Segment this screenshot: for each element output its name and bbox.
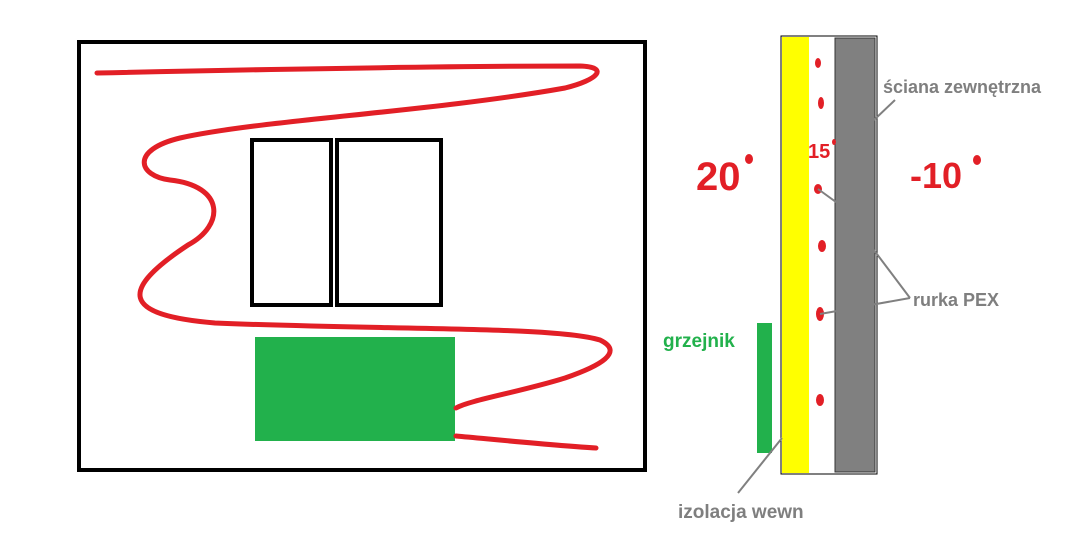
degree-mark-inside [745, 154, 753, 164]
degree-mark-mid [832, 139, 836, 145]
front-view [77, 40, 647, 472]
pipe-dot [818, 240, 826, 252]
radiator-block [255, 337, 455, 441]
window-pane-left [250, 138, 333, 307]
leader-insulation [737, 437, 783, 494]
radiator-side [757, 323, 772, 453]
temp-outside: -10 [910, 155, 962, 196]
pipe-dot [816, 394, 824, 406]
temp-mid: 15 [808, 141, 830, 163]
temp-inside: 20 [696, 155, 741, 199]
window [250, 138, 443, 307]
pipe-dot [815, 58, 821, 68]
label-exterior-wall: ściana zewnętrzna [883, 77, 1042, 97]
pex-pipe-tail [453, 433, 599, 451]
label-inner-insulation: izolacja wewn [678, 502, 804, 523]
insulation-layer [782, 37, 809, 473]
window-pane-right [335, 138, 443, 307]
exterior-wall-layer [834, 37, 876, 473]
pipe-dot [818, 97, 824, 109]
pex-pipe-serpentine [94, 63, 613, 411]
label-radiator: grzejnik [663, 331, 735, 352]
cross-section [737, 35, 911, 494]
label-pex-pipe: rurka PEX [913, 290, 999, 310]
leader-exterior-wall [873, 99, 896, 121]
leader-pex-top [817, 188, 911, 299]
leader-pex-bottom [819, 297, 911, 315]
degree-mark-outside [973, 155, 981, 165]
